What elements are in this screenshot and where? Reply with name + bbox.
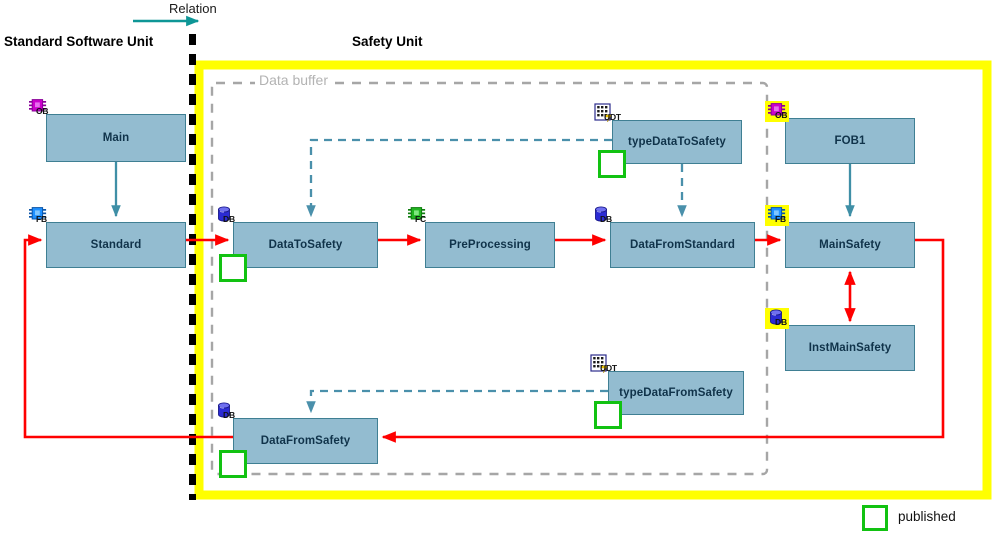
block-standard[interactable]: Standard: [46, 222, 186, 268]
icon-tag: DB: [775, 317, 787, 327]
icon-udt-typeDataFromSafety: UDT: [588, 354, 617, 376]
block-label: MainSafety: [819, 239, 881, 251]
type-link-todatatosafety: [306, 138, 612, 218]
block-typeDataFromSafety[interactable]: typeDataFromSafety: [608, 371, 744, 415]
icon-ob-fob1: OB: [765, 101, 791, 123]
published-marker-typeDataToSafety: [598, 150, 626, 178]
block-dataFromStandard[interactable]: DataFromStandard: [610, 222, 755, 268]
icon-fb-mainSafety: FB: [765, 205, 791, 227]
return-path-datafromsafety-to-standard: [23, 234, 233, 439]
block-mainSafety[interactable]: MainSafety: [785, 222, 915, 268]
block-label: typeDataFromSafety: [619, 387, 733, 399]
type-link-todatafromsafety: [306, 389, 608, 414]
data-buffer-label: Data buffer: [255, 72, 333, 88]
icon-fb-standard: FB: [26, 205, 52, 227]
icon-db-dataFromSafety: DB: [213, 401, 239, 423]
block-label: Main: [102, 132, 130, 144]
block-label: Standard: [90, 239, 142, 251]
icon-tag: UDT: [600, 363, 617, 373]
block-preProcessing[interactable]: PreProcessing: [425, 222, 555, 268]
icon-tag: DB: [600, 214, 612, 224]
icon-tag: OB: [36, 106, 49, 116]
icon-fc-preProcessing: FC: [405, 205, 431, 227]
published-marker-typeDataFromSafety: [594, 401, 622, 429]
icon-tag: OB: [775, 110, 788, 120]
block-label: DataFromSafety: [260, 435, 351, 447]
legend-published-label: published: [898, 509, 956, 524]
return-path-mainsafety-to-datafromsafety: [381, 238, 945, 443]
icon-ob-main: OB: [26, 97, 52, 119]
block-instMainSafety[interactable]: InstMainSafety: [785, 325, 915, 371]
icon-tag: FC: [415, 214, 426, 224]
icon-db-instMainSafety: DB: [765, 308, 791, 330]
block-label: PreProcessing: [449, 239, 531, 251]
block-label: typeDataToSafety: [628, 136, 726, 148]
data-buffer-region: [210, 81, 769, 476]
published-marker-dataFromSafety: [219, 450, 247, 478]
relation-legend-label: Relation: [169, 1, 217, 16]
icon-tag: UDT: [604, 112, 621, 122]
block-fob1[interactable]: FOB1: [785, 118, 915, 164]
icon-tag: FB: [36, 214, 47, 224]
block-label: InstMainSafety: [808, 342, 892, 354]
icon-tag: DB: [223, 410, 235, 420]
block-dataFromSafety[interactable]: DataFromSafety: [233, 418, 378, 464]
icon-db-dataFromStandard: DB: [590, 205, 616, 227]
legend-published-marker: [862, 505, 888, 531]
block-label: DataToSafety: [268, 239, 343, 251]
block-dataToSafety[interactable]: DataToSafety: [233, 222, 378, 268]
icon-db-dataToSafety: DB: [213, 205, 239, 227]
icon-tag: FB: [775, 214, 786, 224]
safety-unit-boundary: [194, 60, 992, 500]
icon-udt-typeDataToSafety: UDT: [592, 103, 621, 125]
published-marker-dataToSafety: [219, 254, 247, 282]
block-main[interactable]: Main: [46, 114, 186, 162]
block-typeDataToSafety[interactable]: typeDataToSafety: [612, 120, 742, 164]
header-safety-unit: Safety Unit: [352, 34, 423, 49]
block-label: FOB1: [834, 135, 866, 147]
header-standard-software-unit: Standard Software Unit: [4, 34, 154, 49]
block-label: DataFromStandard: [629, 239, 736, 251]
icon-tag: DB: [223, 214, 235, 224]
